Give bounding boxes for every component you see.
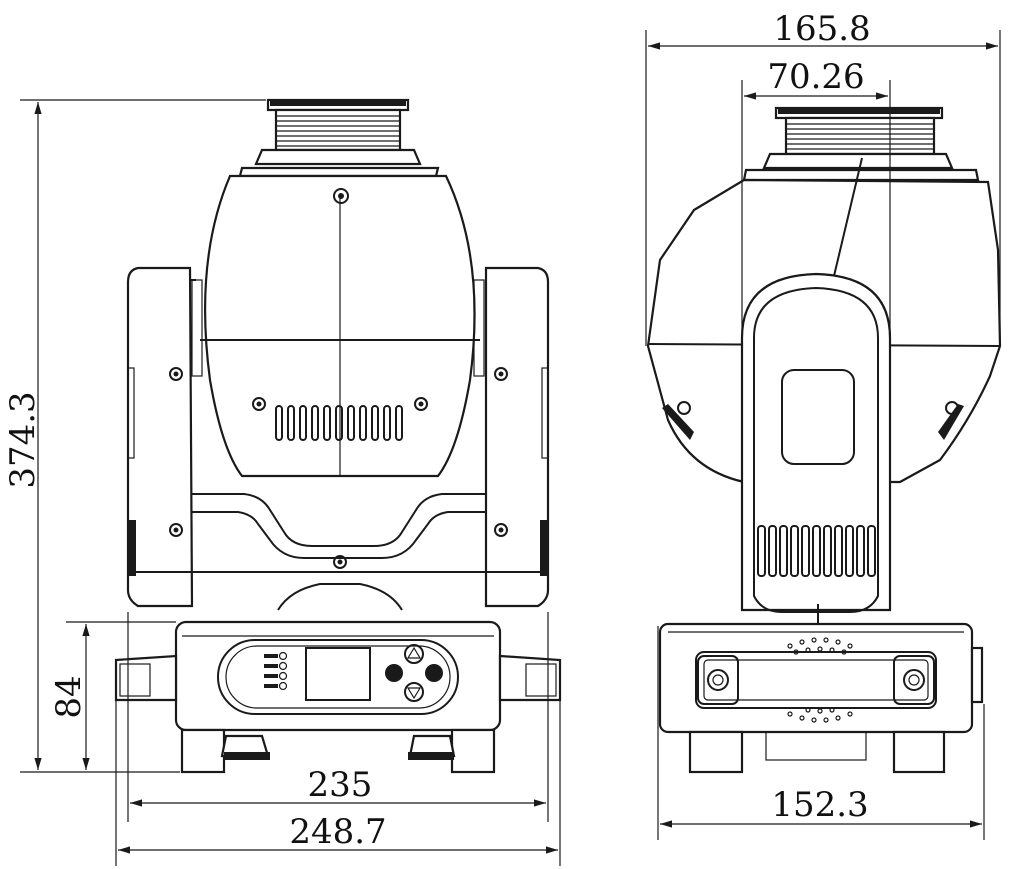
lens-ring	[254, 98, 422, 166]
front-view: 374.3 84 235 248.7	[3, 98, 562, 866]
front-dimensions	[20, 99, 561, 866]
dim-label-width-inner: 235	[308, 765, 373, 805]
dim-label-lens-width: 70.26	[767, 57, 864, 97]
side-base	[658, 622, 984, 774]
head	[200, 166, 480, 478]
dim-label-base-height: 84	[49, 675, 89, 718]
side-yoke	[740, 272, 892, 626]
side-vent-slots	[757, 525, 876, 577]
side-dimensions	[645, 30, 1001, 840]
dim-label-width-outer: 248.7	[289, 812, 386, 852]
side-view: 165.8 70.26 152.3	[645, 9, 1002, 840]
side-lens	[762, 106, 954, 170]
control-panel	[217, 639, 459, 715]
speaker-holes	[787, 637, 853, 723]
dim-label-side-width-top: 165.8	[773, 9, 870, 49]
base	[114, 620, 562, 774]
dim-label-height-total: 374.3	[3, 391, 43, 488]
vent-slots	[275, 405, 403, 441]
yoke	[126, 266, 550, 611]
dim-label-side-base-width: 152.3	[771, 785, 868, 825]
